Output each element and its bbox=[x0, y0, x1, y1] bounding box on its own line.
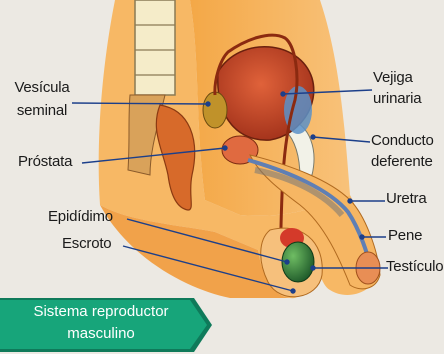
label-vesicula-seminal: Vesícula seminal bbox=[10, 80, 74, 119]
caption-text: Sistema reproductor masculino bbox=[6, 303, 196, 343]
label-prostata: Próstata bbox=[18, 154, 72, 170]
label-vejiga-line2: urinaria bbox=[373, 91, 421, 107]
caption-line1: Sistema reproductor bbox=[6, 303, 196, 321]
label-testiculo: Testículo bbox=[386, 259, 443, 275]
label-escroto: Escroto bbox=[62, 236, 111, 252]
label-epididimo: Epidídimo bbox=[48, 209, 113, 225]
label-vesicula-line1: Vesícula bbox=[10, 80, 74, 96]
caption-tag: Sistema reproductor masculino bbox=[0, 296, 214, 354]
label-conducto-line1: Conducto bbox=[371, 133, 434, 149]
label-uretra: Uretra bbox=[386, 191, 426, 207]
seminal-vesicle bbox=[203, 92, 227, 128]
leader-vesicula bbox=[72, 103, 208, 104]
spine bbox=[135, 0, 175, 95]
label-vejiga-urinaria: Vejiga urinaria bbox=[373, 70, 421, 107]
label-vesicula-line2: seminal bbox=[10, 103, 74, 119]
caption-line2: masculino bbox=[6, 325, 196, 343]
label-conducto-deferente: Conducto deferente bbox=[371, 133, 434, 170]
label-conducto-line2: deferente bbox=[371, 154, 434, 170]
label-vejiga-line1: Vejiga bbox=[373, 70, 421, 86]
label-pene: Pene bbox=[388, 228, 422, 244]
